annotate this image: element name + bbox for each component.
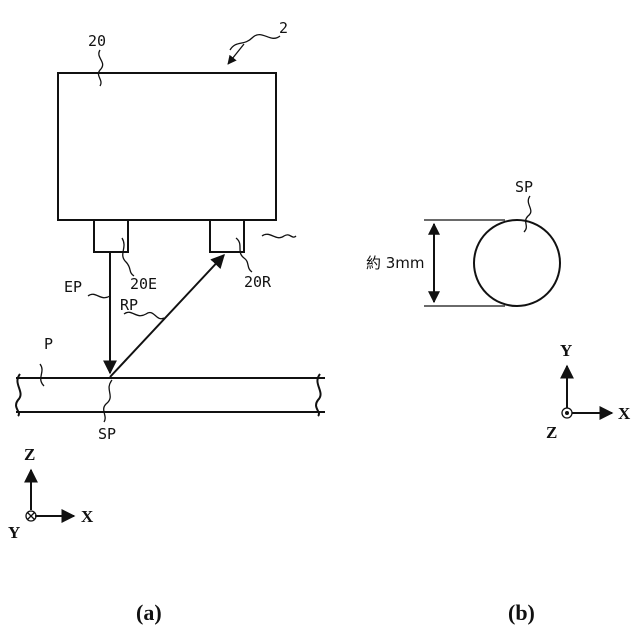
axes-b: Y X Z: [546, 341, 631, 442]
ep-leader: [88, 294, 110, 297]
caption-b: (b): [508, 600, 535, 625]
emitter-block: [94, 220, 128, 252]
axis-y-label: Y: [8, 523, 20, 542]
receiver-block: [210, 220, 244, 252]
spot-leader: [104, 380, 112, 422]
rp-ref-label: RP: [120, 296, 138, 314]
plate-ref-label: P: [44, 335, 53, 353]
plate-break-right: [316, 374, 321, 416]
axis-x-label: X: [81, 507, 94, 526]
diameter-label: 約 3mm: [366, 254, 425, 272]
spot-b-leader: [524, 196, 531, 232]
device-leader: [230, 35, 280, 50]
device-arrow: [228, 44, 244, 64]
spot-ref-label: SP: [98, 425, 116, 443]
device-ref-label: 2: [279, 19, 288, 37]
emitter-ref-label: 20E: [130, 275, 157, 293]
spot-b-ref-label: SP: [515, 178, 533, 196]
measurement-spot: [474, 220, 560, 306]
sensor-housing: [58, 73, 276, 220]
housing-ref-label: 20: [88, 32, 106, 50]
ep-ref-label: EP: [64, 278, 82, 296]
figure-b: SP 約 3mm Y X Z (b): [366, 178, 631, 625]
receiver-ref-label: 20R: [244, 273, 272, 291]
axis-zb-label: Z: [546, 423, 557, 442]
caption-a: (a): [136, 600, 162, 625]
reflected-light-path: [110, 255, 224, 377]
plate-leader: [40, 364, 44, 386]
axis-yb-label: Y: [560, 341, 572, 360]
axis-z-label: Z: [24, 445, 35, 464]
figure-a: 20 2 20E 20R EP RP P SP Z X Y (a): [8, 19, 325, 625]
plate-break-left: [16, 374, 21, 416]
axes-a: Z X Y: [8, 445, 94, 542]
axis-xb-label: X: [618, 404, 631, 423]
housing-leader: [98, 50, 102, 86]
housing-side-leader: [262, 234, 296, 237]
